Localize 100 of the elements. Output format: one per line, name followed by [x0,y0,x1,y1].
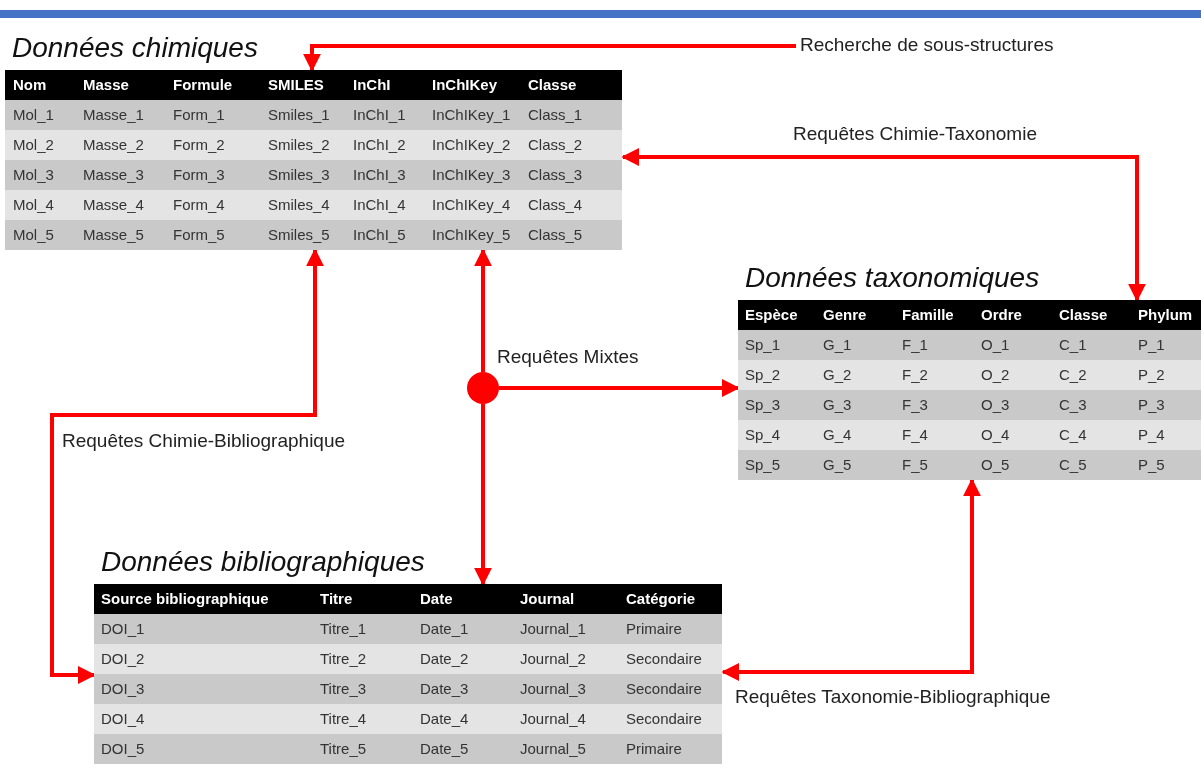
table-cell: Secondaire [626,710,702,727]
table-cell: O_4 [981,426,1010,443]
table-title: Données chimiques [12,32,258,64]
table-cell: Titre_3 [320,680,367,697]
table-cell: G_2 [823,366,852,383]
column-header: Famille [902,306,954,323]
table-cell: C_4 [1059,426,1087,443]
table-cell: C_1 [1059,336,1087,353]
table-cell: Titre_2 [320,650,367,667]
table-cell: Class_4 [528,196,583,213]
table-cell: Journal_4 [520,710,586,727]
column-header: Catégorie [626,590,696,607]
table-cell: Class_3 [528,166,583,183]
table-cell: Form_1 [173,106,225,123]
table-cell: Form_3 [173,166,225,183]
table-cell: Mol_3 [13,166,54,183]
table-cell: O_5 [981,456,1010,473]
arrow [474,404,492,586]
table-cell: Masse_1 [83,106,144,123]
table-cell: F_3 [902,396,928,413]
table-cell: Journal_2 [520,650,586,667]
table-cell: Primaire [626,620,682,637]
table-cell: Secondaire [626,680,702,697]
column-header: Genre [823,306,867,323]
table-cell: Class_5 [528,226,583,243]
column-header: Espèce [745,306,798,323]
table-cell: DOI_3 [101,680,145,697]
table-cell: Date_5 [420,740,469,757]
table-cell: Secondaire [626,650,702,667]
column-header: Ordre [981,306,1022,323]
table-cell: Journal_5 [520,740,586,757]
table-cell: F_1 [902,336,928,353]
table-title: Données taxonomiques [745,262,1040,294]
arrow [721,478,981,681]
table-cell: Smiles_4 [268,196,330,213]
column-header: InChI [353,76,391,93]
table-cell: Date_2 [420,650,469,667]
table-cell: C_2 [1059,366,1087,383]
table-cell: InChI_5 [353,226,406,243]
table-cell: Journal_3 [520,680,586,697]
column-header: Classe [528,76,577,93]
table-cell: Mol_5 [13,226,54,243]
table-cell: G_4 [823,426,852,443]
circle-node [467,372,499,404]
table-cell: P_3 [1138,396,1165,413]
column-header: Formule [173,76,233,93]
table-cell: InChIKey_4 [432,196,511,213]
table-cell: G_5 [823,456,852,473]
column-header: Source bibliographique [101,590,269,607]
table-cell: Smiles_5 [268,226,330,243]
column-header: Titre [320,590,353,607]
table-cell: Mol_1 [13,106,54,123]
table-cell: Date_3 [420,680,469,697]
table-cell: G_1 [823,336,852,353]
table-cell: Form_2 [173,136,225,153]
table-cell: Sp_2 [745,366,781,383]
column-header: Date [420,590,453,607]
table-cell: Journal_1 [520,620,586,637]
table-cell: Smiles_2 [268,136,330,153]
table-cell: Sp_4 [745,426,781,443]
table-cell: Titre_1 [320,620,367,637]
table-cell: Class_2 [528,136,583,153]
node-caption: Requêtes Mixtes [497,346,639,368]
table-cell: Smiles_3 [268,166,330,183]
arrow [474,248,492,372]
table-cell: Date_1 [420,620,469,637]
arrow [50,248,324,684]
arrow [303,44,796,72]
column-header: Classe [1059,306,1108,323]
column-header: Masse [83,76,129,93]
table-cell: Masse_3 [83,166,144,183]
column-header: InChIKey [432,76,497,93]
table-cell: Masse_4 [83,196,144,213]
table-cell: InChI_4 [353,196,406,213]
table-cell: DOI_2 [101,650,145,667]
table-cell: DOI_4 [101,710,145,727]
table-cell: Sp_1 [745,336,781,353]
table-cell: DOI_1 [101,620,145,637]
table-cell: Sp_5 [745,456,781,473]
table-cell: P_4 [1138,426,1165,443]
table-cell: O_3 [981,396,1010,413]
table-cell: O_2 [981,366,1010,383]
table-cell: Masse_2 [83,136,144,153]
column-header: Nom [13,76,47,93]
table-cell: Titre_4 [320,710,367,727]
table-cell: Primaire [626,740,682,757]
table-cell: Form_4 [173,196,225,213]
table-cell: Sp_3 [745,396,781,413]
arrow [499,379,740,397]
annotation-text: Recherche de sous-structures [800,34,1054,56]
table-cell: Masse_5 [83,226,144,243]
column-header: Phylum [1138,306,1193,323]
arrow [621,148,1146,302]
table-cell: InChIKey_2 [432,136,511,153]
table-cell: P_5 [1138,456,1165,473]
table-cell: O_1 [981,336,1010,353]
table-cell: F_2 [902,366,928,383]
table-cell: Class_1 [528,106,583,123]
table-cell: C_5 [1059,456,1087,473]
table-cell: InChI_1 [353,106,406,123]
